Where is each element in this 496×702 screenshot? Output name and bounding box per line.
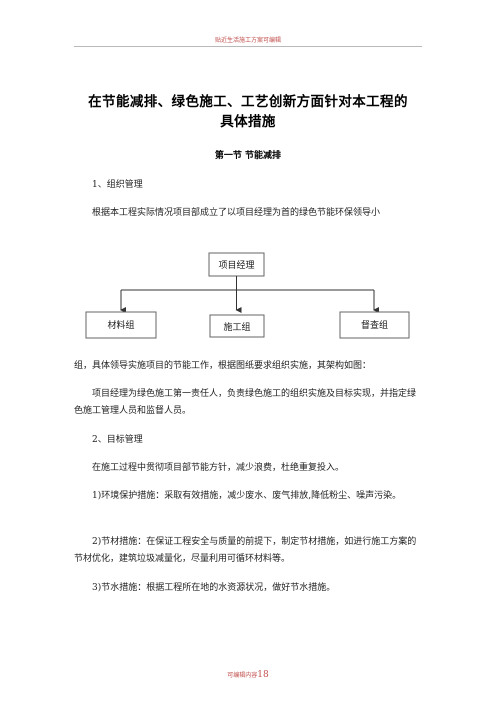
list-item-environment: 1)环境保护措施：采取有效措施，减少废水、废气排放,降低粉尘、噪声污染。 — [92, 491, 402, 501]
paragraph-structure: 组，具体领导实施项目的节能工作，根据图纸要求组织实施，其架构如图： — [74, 361, 372, 371]
paragraph-policy: 在施工过程中贯彻项目部节能方针，减少浪费，杜绝重复投入。 — [92, 463, 345, 473]
page-number: 18 — [257, 670, 269, 680]
list-item-water: 3)节水措施：根据工程所在地的水资源状况，做好节水措施。 — [92, 583, 336, 593]
subheading-organization: 1、组织管理 — [92, 180, 143, 190]
paragraph-responsibility: 项目经理为绿色施工第一责任人，负责绿色施工的组织实施及目标实现，并指定绿色施工管… — [74, 389, 417, 416]
org-node-left-label: 材料组 — [107, 319, 134, 331]
section-heading: 第一节 节能减排 — [214, 151, 282, 161]
org-node-top-label: 项目经理 — [218, 259, 254, 271]
paragraph-intro: 根据本工程实际情况项目部成立了以项目经理为首的绿色节能环保领导小 — [92, 208, 381, 218]
subheading-targets: 2、目标管理 — [92, 435, 143, 445]
org-node-center-label: 施工组 — [223, 321, 250, 333]
header-note: 贴近生活施工方案可编辑 — [214, 37, 281, 44]
org-node-right — [339, 311, 410, 339]
org-node-center — [209, 314, 265, 338]
org-node-right-label: 督查组 — [361, 319, 388, 331]
org-node-left — [85, 311, 157, 339]
page-title-line-1: 在节能减排、绿色施工、工艺创新方面针对本工程的 — [88, 94, 408, 110]
header-divider — [74, 46, 422, 47]
footer-label: 可编辑内容 — [227, 672, 258, 679]
page-title-line-2: 具体措施 — [220, 114, 276, 130]
footer: 可编辑内容18 — [0, 670, 496, 680]
list-item-materials: 2)节材措施：在保证工程安全与质量的前提下，制定节材措施，如进行施工方案的节材优… — [74, 537, 417, 564]
